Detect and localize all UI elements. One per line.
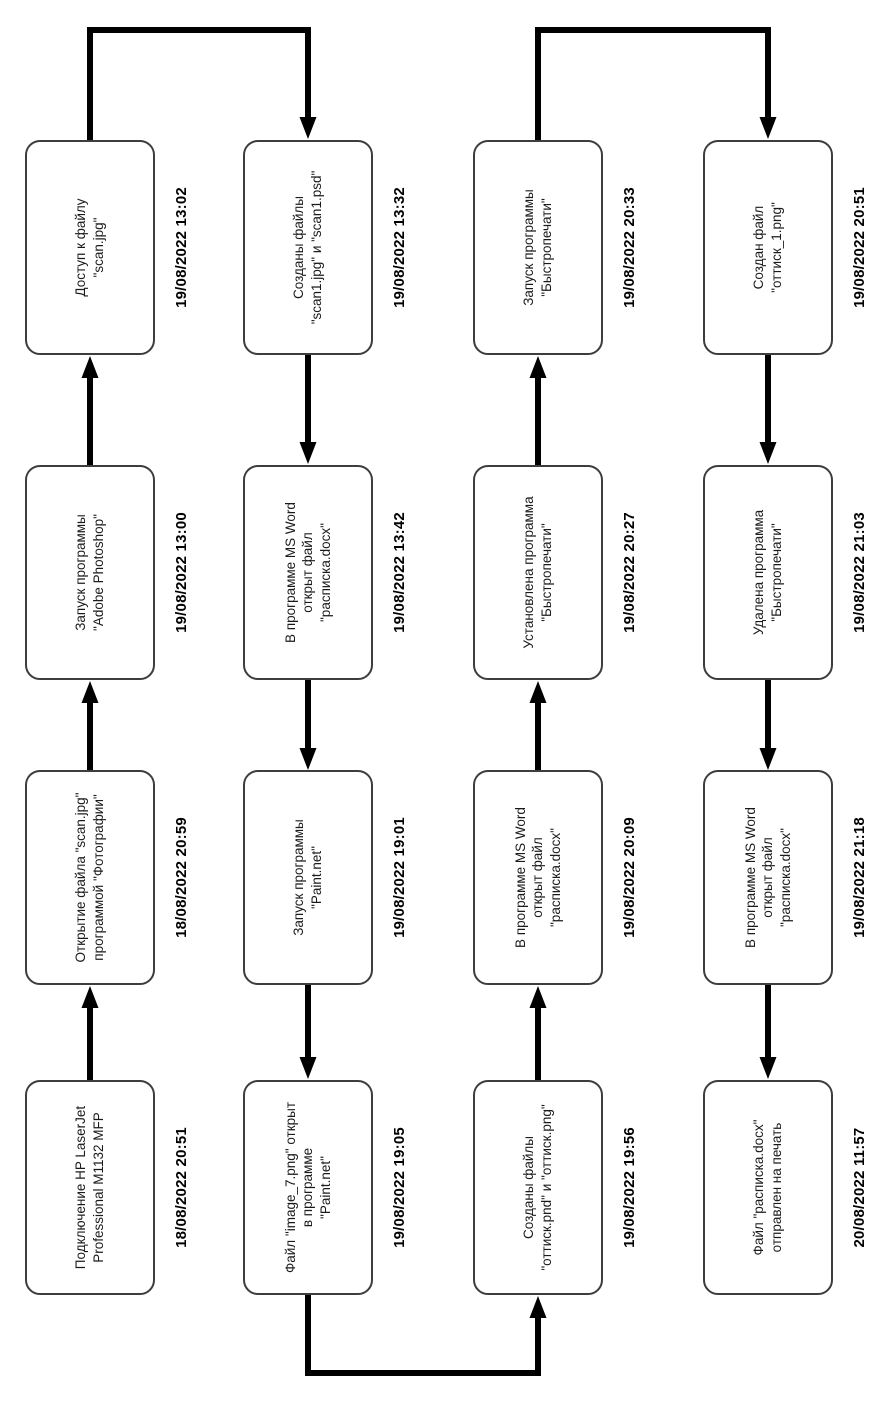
event-text: В программе MS Word открыт файл "расписк… [282, 502, 333, 643]
event-box: Созданы файлы "оттиск.pnd" и "оттиск.png… [473, 1080, 603, 1295]
event-box: Создан файл "оттиск_1.png" [703, 140, 833, 355]
event-text: Созданы файлы "scan1.jpg" и "scan1.psd" [291, 170, 324, 325]
event-text: Запуск программы "Adobe Photoshop" [73, 514, 106, 631]
event-timestamp: 18/08/2022 20:51 [173, 1127, 190, 1248]
arrow-heads [81, 117, 777, 1318]
elbow-connector [305, 1295, 541, 1376]
arrow-lines [87, 27, 771, 1376]
event-box: В программе MS Word открыт файл "расписк… [243, 465, 373, 680]
event-box: Открытие файла "scan.jpg" программой "Фо… [25, 770, 155, 985]
event-timestamp: 20/08/2022 11:57 [851, 1127, 868, 1248]
event-text: В программе MS Word открыт файл "расписк… [512, 807, 563, 948]
event-box: Запуск программы "Paint.net" [243, 770, 373, 985]
event-box: Запуск программы "Быстропечати" [473, 140, 603, 355]
event-timestamp: 19/08/2022 13:42 [391, 512, 408, 633]
event-timestamp: 19/08/2022 21:03 [851, 512, 868, 633]
event-timestamp: 19/08/2022 19:01 [391, 817, 408, 938]
event-text: Файл "расписка.docx" отправлен на печать [751, 1119, 784, 1256]
event-timestamp: 19/08/2022 19:56 [621, 1127, 638, 1248]
event-timestamp: 19/08/2022 13:32 [391, 187, 408, 308]
event-box: Установлена программа "Быстропечати" [473, 465, 603, 680]
event-text: Удалена программа "Быстропечати" [751, 509, 784, 636]
elbow-connector [535, 27, 771, 140]
event-box: Удалена программа "Быстропечати" [703, 465, 833, 680]
event-box: Файл "расписка.docx" отправлен на печать [703, 1080, 833, 1295]
event-box: Созданы файлы "scan1.jpg" и "scan1.psd" [243, 140, 373, 355]
event-box: В программе MS Word открыт файл "расписк… [703, 770, 833, 985]
event-timestamp: 18/08/2022 20:59 [173, 817, 190, 938]
event-box: Подключение HP LaserJet Professional M11… [25, 1080, 155, 1295]
event-timestamp: 19/08/2022 19:05 [391, 1127, 408, 1248]
event-text: Файл "image_7.png" открыт в программе "P… [282, 1101, 333, 1274]
elbow-connector [87, 27, 311, 140]
event-timestamp: 19/08/2022 13:00 [173, 512, 190, 633]
event-text: Подключение HP LaserJet Professional M11… [73, 1105, 106, 1270]
event-text: Доступ к файлу "scan.jpg" [73, 198, 106, 297]
event-box: Доступ к файлу "scan.jpg" [25, 140, 155, 355]
event-timestamp: 19/08/2022 21:18 [851, 817, 868, 938]
event-text: Запуск программы "Быстропечати" [521, 189, 554, 306]
event-box: Запуск программы "Adobe Photoshop" [25, 465, 155, 680]
event-box: В программе MS Word открыт файл "расписк… [473, 770, 603, 985]
event-text: Созданы файлы "оттиск.pnd" и "оттиск.png… [521, 1104, 554, 1271]
event-box: Файл "image_7.png" открыт в программе "P… [243, 1080, 373, 1295]
event-text: Открытие файла "scan.jpg" программой "Фо… [73, 792, 106, 963]
event-timestamp: 19/08/2022 20:51 [851, 187, 868, 308]
event-timestamp: 19/08/2022 13:02 [173, 187, 190, 308]
event-timestamp: 19/08/2022 20:09 [621, 817, 638, 938]
event-text: Создан файл "оттиск_1.png" [751, 202, 784, 293]
event-text: Установлена программа "Быстропечати" [521, 496, 554, 649]
event-text: Запуск программы "Paint.net" [291, 819, 324, 936]
event-timestamp: 19/08/2022 20:27 [621, 512, 638, 633]
event-timestamp: 19/08/2022 20:33 [621, 187, 638, 308]
event-text: В программе MS Word открыт файл "расписк… [742, 807, 793, 948]
